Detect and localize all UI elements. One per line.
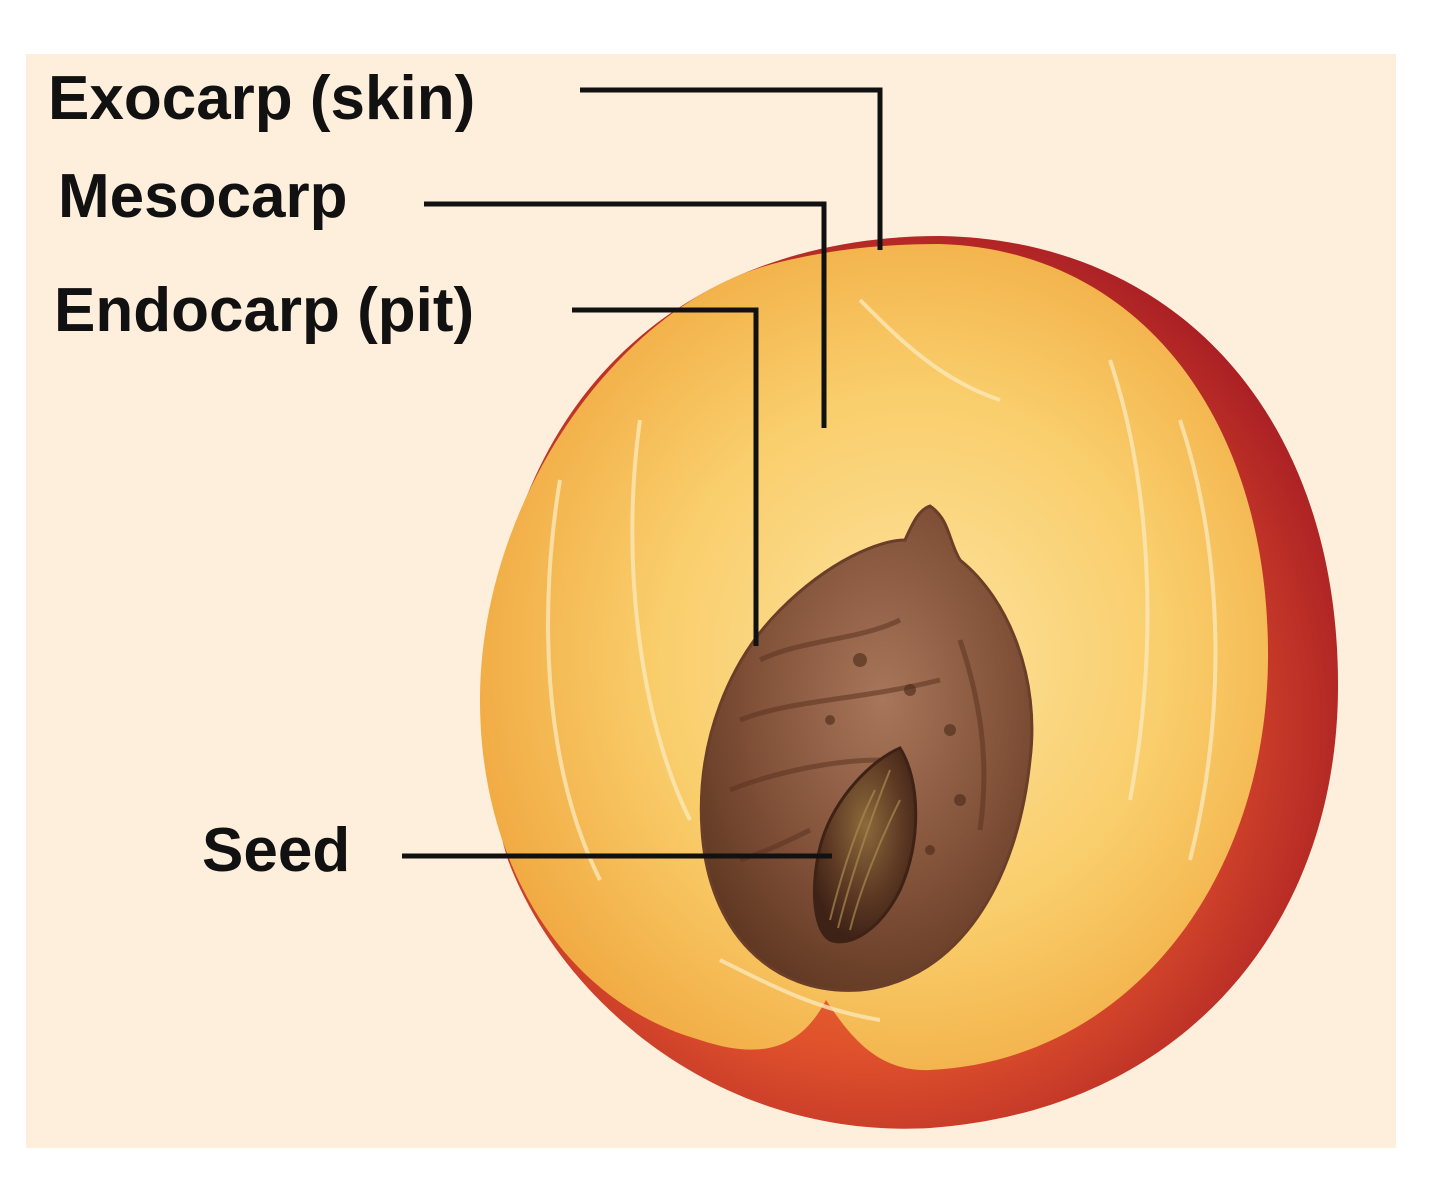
endocarp-leader-line (572, 307, 759, 646)
mesocarp-label: Mesocarp (58, 162, 348, 231)
endocarp-pit (699, 504, 1034, 992)
seed-kernel (813, 746, 918, 944)
exocarp-label: Exocarp (skin) (48, 64, 476, 133)
endocarp-label: Endocarp (pit) (54, 276, 475, 345)
seed-label: Seed (202, 816, 351, 885)
leader-lines (402, 87, 883, 859)
exocarp-leader-line (580, 87, 883, 250)
mesocarp-leader-line (424, 201, 827, 428)
